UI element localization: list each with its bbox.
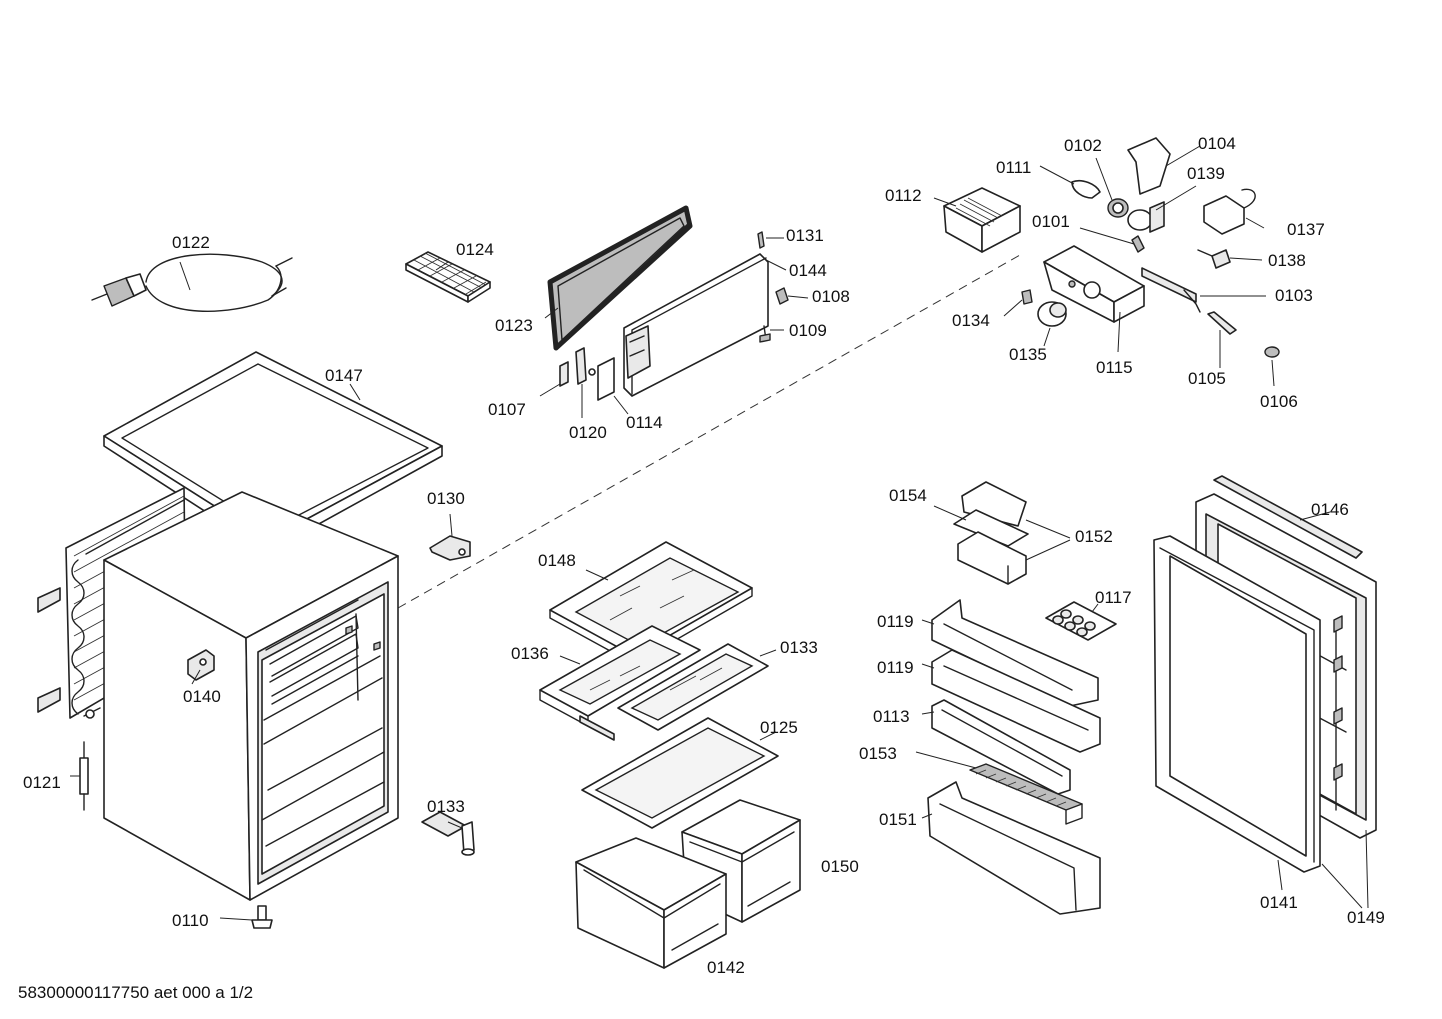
label-0105: 0105 [1188, 369, 1226, 388]
crisper-drawers-drawing [575, 799, 801, 969]
power-cord-drawing [91, 253, 293, 312]
label-0106: 0106 [1260, 392, 1298, 411]
label-0141: 0141 [1260, 893, 1298, 912]
label-0125: 0125 [760, 718, 798, 737]
label-0136: 0136 [511, 644, 549, 663]
label-0121: 0121 [23, 773, 61, 792]
label-0115: 0115 [1096, 358, 1133, 377]
label-0153: 0153 [859, 744, 897, 763]
label-0147: 0147 [325, 366, 363, 385]
label-0113: 0113 [873, 707, 910, 726]
glass-plate-0125-drawing [581, 717, 779, 829]
label-0133-hinge: 0133 [427, 797, 465, 816]
label-0144: 0144 [789, 261, 827, 280]
latch-parts-drawing [559, 347, 615, 401]
label-0101: 0101 [1032, 212, 1070, 231]
ice-tray-drawing [405, 251, 491, 303]
part-labels: 0122 0124 0123 0131 0144 0108 0109 0107 … [23, 134, 1385, 977]
label-0142: 0142 [707, 958, 745, 977]
label-0152: 0152 [1075, 527, 1113, 546]
label-0130: 0130 [427, 489, 465, 508]
label-0123: 0123 [495, 316, 533, 335]
label-0108: 0108 [812, 287, 850, 306]
label-0114: 0114 [626, 413, 663, 432]
leader-lines [70, 145, 1369, 921]
label-0148: 0148 [538, 551, 576, 570]
document-id: 58300000117750 aet 000 a 1/2 [18, 983, 253, 1002]
door-racks-drawing [927, 481, 1117, 915]
label-0104: 0104 [1198, 134, 1236, 153]
label-0111: 0111 [996, 158, 1031, 177]
label-0149: 0149 [1347, 908, 1385, 927]
label-0109: 0109 [789, 321, 827, 340]
label-0119-lower: 0119 [877, 658, 914, 677]
label-0131: 0131 [786, 226, 824, 245]
gasket-drawing [547, 205, 693, 351]
label-0133-shelf: 0133 [780, 638, 818, 657]
label-0154: 0154 [889, 486, 927, 505]
foot-screw-drawing [251, 905, 273, 929]
label-0103: 0103 [1275, 286, 1313, 305]
shelf-0136-drawing [539, 625, 701, 741]
label-0102: 0102 [1064, 136, 1102, 155]
label-0112: 0112 [885, 186, 922, 205]
label-0135: 0135 [1009, 345, 1047, 364]
label-0120: 0120 [569, 423, 607, 442]
hinge-pin-drawing [421, 811, 475, 856]
label-0107: 0107 [488, 400, 526, 419]
label-0119-upper: 0119 [877, 612, 914, 631]
control-parts-drawing [943, 137, 1280, 358]
label-0146: 0146 [1311, 500, 1349, 519]
door-assembly-drawing [1153, 475, 1377, 873]
label-0117: 0117 [1095, 588, 1132, 607]
bracket-0130-drawing [429, 535, 471, 561]
glass-shelf-0133-drawing [617, 643, 769, 731]
label-0138: 0138 [1268, 251, 1306, 270]
label-0122: 0122 [172, 233, 210, 252]
label-0150: 0150 [821, 857, 859, 876]
label-0137: 0137 [1287, 220, 1325, 239]
cabinet-drawing [37, 487, 399, 901]
label-0140: 0140 [183, 687, 221, 706]
label-0151: 0151 [879, 810, 917, 829]
freezer-door-drawing [623, 231, 789, 397]
sensor-probe-drawing [79, 741, 89, 811]
label-0139: 0139 [1187, 164, 1225, 183]
label-0124: 0124 [456, 240, 494, 259]
label-0134: 0134 [952, 311, 990, 330]
label-0110: 0110 [172, 911, 209, 930]
